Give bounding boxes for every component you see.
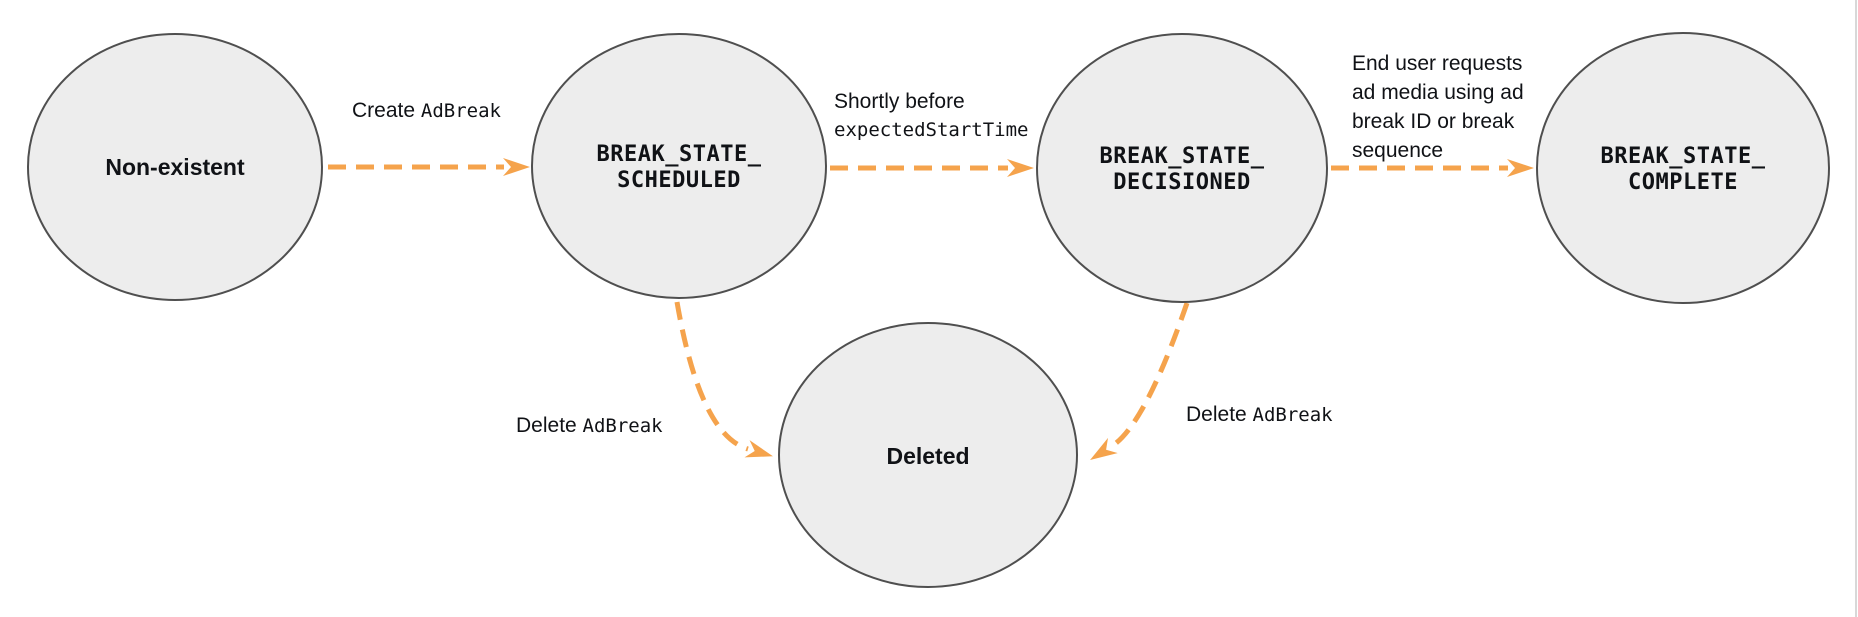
edge-label-delete-right-code: AdBreak — [1252, 404, 1333, 426]
edge-delete-from-scheduled-arrow — [674, 301, 773, 458]
edge-label-delete-adbreak-left: Delete AdBreak — [516, 412, 663, 440]
state-node-break-state-scheduled — [531, 33, 827, 299]
edge-label-delete-adbreak-right: Delete AdBreak — [1186, 401, 1333, 429]
node-label-deleted: Deleted — [886, 443, 970, 469]
edge-label-delete-left-code: AdBreak — [582, 415, 663, 437]
state-node-break-state-complete — [1536, 32, 1830, 304]
node-label-break-state-scheduled: BREAK_STATE_ SCHEDULED — [596, 142, 762, 193]
edge-label-shortly-before-code: expectedStartTime — [834, 119, 1029, 141]
node-label-break-state-complete: BREAK_STATE_ COMPLETE — [1600, 144, 1766, 195]
state-node-deleted — [778, 322, 1078, 588]
node-label-break-state-decisioned: BREAK_STATE_ DECISIONED — [1099, 144, 1265, 195]
edge-label-end-user-requests: End user requests ad media using ad brea… — [1352, 52, 1524, 162]
edge-label-delete-left-text: Delete — [516, 414, 583, 437]
node-label-non-existent: Non-existent — [105, 154, 245, 180]
edge-label-create-adbreak-text: Create — [352, 99, 421, 122]
edge-delete-from-decisioned-arrow — [1090, 302, 1190, 460]
screen-edge-divider — [1855, 0, 1857, 617]
edge-label-shortly-before-text: Shortly before — [834, 90, 965, 113]
edge-label-create-adbreak-code: AdBreak — [420, 100, 501, 122]
edge-label-create-adbreak: Create AdBreak — [352, 97, 501, 125]
state-node-break-state-decisioned — [1036, 33, 1328, 303]
edge-label-delete-right-text: Delete — [1186, 403, 1253, 426]
state-node-non-existent — [27, 33, 323, 301]
edge-label-shortly-before: Shortly before expectedStartTime — [834, 88, 1028, 144]
